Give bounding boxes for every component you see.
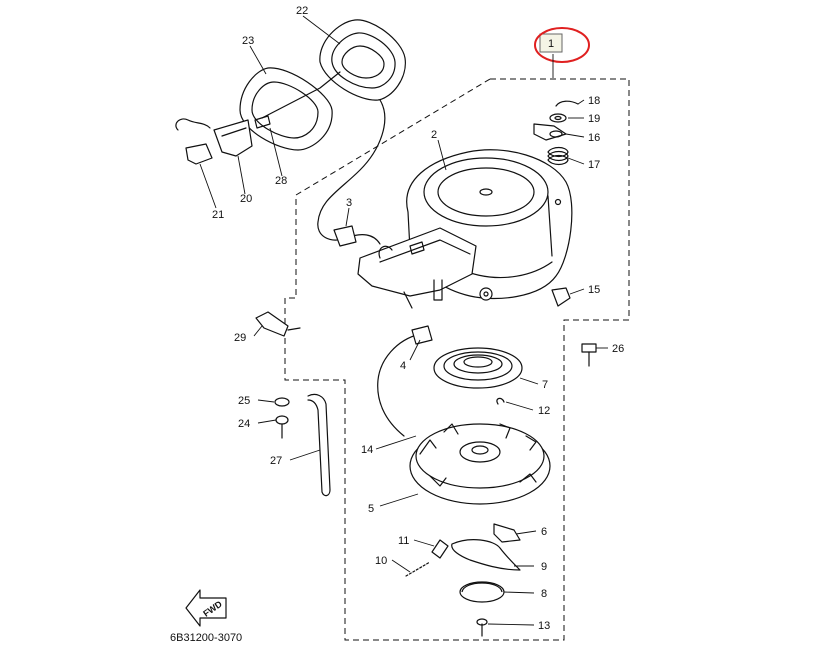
callout-29[interactable]: 29 — [234, 332, 246, 344]
callout-15[interactable]: 15 — [588, 284, 600, 296]
callout-19[interactable]: 19 — [588, 113, 600, 125]
leader-lines — [199, 15, 608, 626]
starter-bracket — [357, 227, 477, 309]
callout-2[interactable]: 2 — [431, 129, 437, 141]
callout-8[interactable]: 8 — [541, 588, 547, 600]
red-highlight-ellipse — [534, 27, 590, 63]
grip-23 — [239, 67, 333, 151]
part-26-bolt — [581, 343, 597, 367]
fwd-arrow-icon: FWD — [185, 589, 227, 627]
callout-16[interactable]: 16 — [588, 132, 600, 144]
assembly-callout-1[interactable]: 1 — [534, 27, 590, 78]
callout-3[interactable]: 3 — [346, 197, 352, 209]
callout-box — [539, 33, 563, 53]
rope-lower — [377, 333, 421, 437]
handle-rod — [261, 71, 341, 119]
clip-21 — [175, 118, 213, 165]
recoil-spring-7 — [433, 347, 523, 389]
callout-27[interactable]: 27 — [270, 455, 282, 467]
callout-1-label: 1 — [548, 38, 554, 50]
part-24-bolt — [275, 415, 289, 439]
part-13-bolt — [476, 618, 488, 637]
part-15-clip — [551, 287, 571, 307]
part-29-link — [287, 327, 301, 331]
callout-13[interactable]: 13 — [538, 620, 550, 632]
part-11-pin — [431, 539, 449, 559]
callout-25[interactable]: 25 — [238, 395, 250, 407]
part-25-washer — [274, 397, 290, 407]
pulley-5 — [409, 423, 551, 505]
callout-12[interactable]: 12 — [538, 405, 550, 417]
part-6-pawl — [493, 523, 521, 543]
part-16-stopper — [533, 123, 567, 141]
callout-labels: 22 23 2 3 4 5 6 7 8 9 10 11 12 13 14 15 … — [212, 5, 624, 632]
callout-18[interactable]: 18 — [588, 95, 600, 107]
part-29-lever — [255, 311, 289, 337]
callout-5[interactable]: 5 — [368, 503, 374, 515]
part-10-spring — [405, 561, 431, 577]
callout-20[interactable]: 20 — [240, 193, 252, 205]
handle-collar-28 — [254, 115, 271, 129]
part-18-spring-pin — [555, 100, 579, 107]
callout-14[interactable]: 14 — [361, 444, 373, 456]
callout-17[interactable]: 17 — [588, 159, 600, 171]
assembly-boundary-dashed — [284, 78, 630, 641]
part-9-friction-spring — [451, 539, 521, 571]
callout-4[interactable]: 4 — [400, 360, 406, 372]
callout-9[interactable]: 9 — [541, 561, 547, 573]
callout-24[interactable]: 24 — [238, 418, 250, 430]
callout-11[interactable]: 11 — [398, 535, 409, 547]
callout-23[interactable]: 23 — [242, 35, 254, 47]
starter-handle-assembly — [175, 19, 406, 165]
starter-rope-14 — [317, 99, 386, 245]
callout-6[interactable]: 6 — [541, 526, 547, 538]
callout-21[interactable]: 21 — [212, 209, 224, 221]
part-27-hose — [307, 393, 331, 497]
part-number-code: 6B31200-3070 — [170, 632, 242, 644]
callout-10[interactable]: 10 — [375, 555, 387, 567]
part-4-guide — [411, 325, 433, 345]
grip-22 — [319, 19, 406, 101]
knob-20 — [213, 119, 253, 157]
cable-clamp-3 — [333, 225, 357, 247]
part-12-clip — [496, 397, 505, 405]
callout-26[interactable]: 26 — [612, 343, 624, 355]
part-19-washer — [549, 113, 567, 123]
part-8-plate — [459, 581, 505, 603]
callout-7[interactable]: 7 — [542, 379, 548, 391]
part-17-spring — [547, 146, 569, 166]
callout-22[interactable]: 22 — [296, 5, 308, 17]
callout-28[interactable]: 28 — [275, 175, 287, 187]
